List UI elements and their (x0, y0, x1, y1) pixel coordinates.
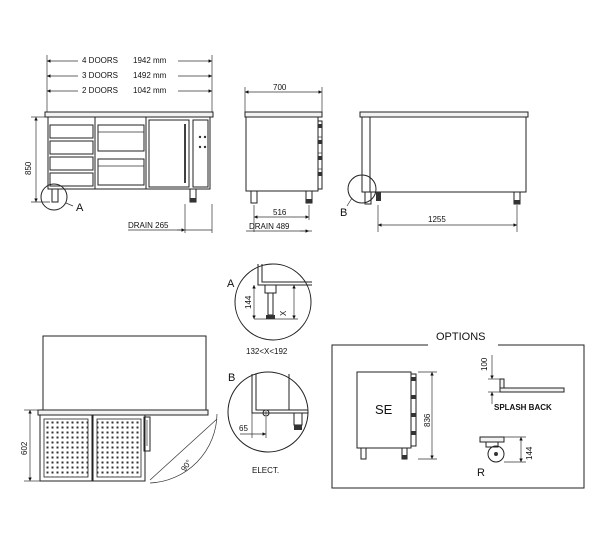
option-castor-dim: 144 (525, 446, 534, 460)
dim-2doors-value: 1042 mm (133, 86, 167, 95)
back-detail-ref: B (340, 207, 347, 219)
drawer-stack-left (49, 117, 96, 189)
side-516-value: 516 (273, 208, 287, 217)
detail-b-caption: ELECT. (252, 466, 279, 475)
front-drain: DRAIN 265 (128, 221, 169, 230)
detail-a-height: 144 (244, 295, 253, 309)
drawer-view: 90° 602 (20, 335, 218, 484)
control-panel (192, 119, 209, 188)
back-1255-value: 1255 (428, 215, 446, 224)
front-drain-dimension: DRAIN 265 (128, 204, 213, 233)
option-se: SE 836 (356, 371, 437, 460)
drawer-view-angle: 90° (179, 458, 193, 473)
open-door (143, 416, 151, 452)
door-swing-arc (149, 413, 218, 484)
drawer-view-body (42, 335, 207, 411)
side-depth-value: 700 (273, 83, 287, 92)
back-view: B 1255 (340, 111, 529, 232)
side-legs (250, 190, 313, 204)
electrical-box (376, 192, 381, 201)
detail-b-marker (347, 174, 377, 204)
back-worktop (359, 111, 529, 118)
options-frame (331, 344, 585, 489)
side-drain-dimension: DRAIN 489 (246, 222, 312, 233)
back-1255-dimension: 1255 (377, 205, 518, 232)
front-view: 4 DOORS 1942 mm 3 DOORS 1492 mm 2 DOORS … (24, 54, 214, 233)
detail-a-range: 132<X<192 (246, 347, 288, 356)
option-splash-back: 100 SPLASH BACK (480, 355, 565, 412)
options-panel: OPTIONS SE 836 100 SPLASH BACK (331, 330, 585, 489)
option-se-label: SE (375, 402, 393, 417)
side-516-dimension: 516 (253, 205, 310, 232)
back-body (361, 116, 527, 193)
drawer-view-height: 602 (20, 441, 29, 455)
side-depth-dimension: 700 (244, 83, 323, 112)
front-detail-ref: A (76, 202, 84, 214)
detail-b: B 65 ELECT. (227, 371, 309, 475)
detail-a-x: X (279, 310, 288, 316)
front-height-value: 850 (24, 161, 33, 175)
front-width-dimensions: 4 DOORS 1942 mm 3 DOORS 1492 mm 2 DOORS … (46, 54, 213, 112)
option-splash-dim: 100 (480, 357, 489, 371)
open-drawer-left (39, 414, 93, 482)
option-se-dim: 836 (423, 413, 432, 427)
dim-4doors-label: 4 DOORS (82, 56, 118, 65)
side-view: 700 516 DRAIN 489 (244, 83, 323, 233)
detail-b-dim: 65 (239, 424, 248, 433)
detail-a: A 144 X 132<X<192 (227, 263, 312, 356)
front-height-dimension: 850 (24, 116, 50, 203)
detail-a-marker (40, 183, 68, 211)
dim-3doors-value: 1492 mm (133, 71, 167, 80)
detail-b-label: B (228, 372, 235, 384)
drawer-stack-middle (97, 117, 147, 189)
side-drawer-fronts (317, 120, 323, 190)
option-castor: 144 R (477, 436, 534, 479)
front-worktop (44, 111, 214, 118)
side-drain: DRAIN 489 (249, 222, 290, 231)
side-body (245, 116, 319, 192)
dim-4doors-value: 1942 mm (133, 56, 167, 65)
option-castor-label: R (477, 467, 485, 479)
options-title: OPTIONS (436, 331, 486, 343)
detail-a-label: A (227, 278, 235, 290)
option-splash-label: SPLASH BACK (494, 403, 552, 412)
front-body (47, 116, 211, 190)
dim-2doors-label: 2 DOORS (82, 86, 118, 95)
door-swing-line (149, 418, 218, 481)
drawer-view-top (37, 409, 209, 416)
door (148, 119, 190, 188)
drawer-view-height-dim: 602 (20, 409, 40, 482)
open-drawer-right (92, 414, 146, 482)
dim-3doors-label: 3 DOORS (82, 71, 118, 80)
front-legs (51, 188, 197, 203)
side-worktop (244, 111, 323, 118)
back-legs (364, 191, 521, 205)
